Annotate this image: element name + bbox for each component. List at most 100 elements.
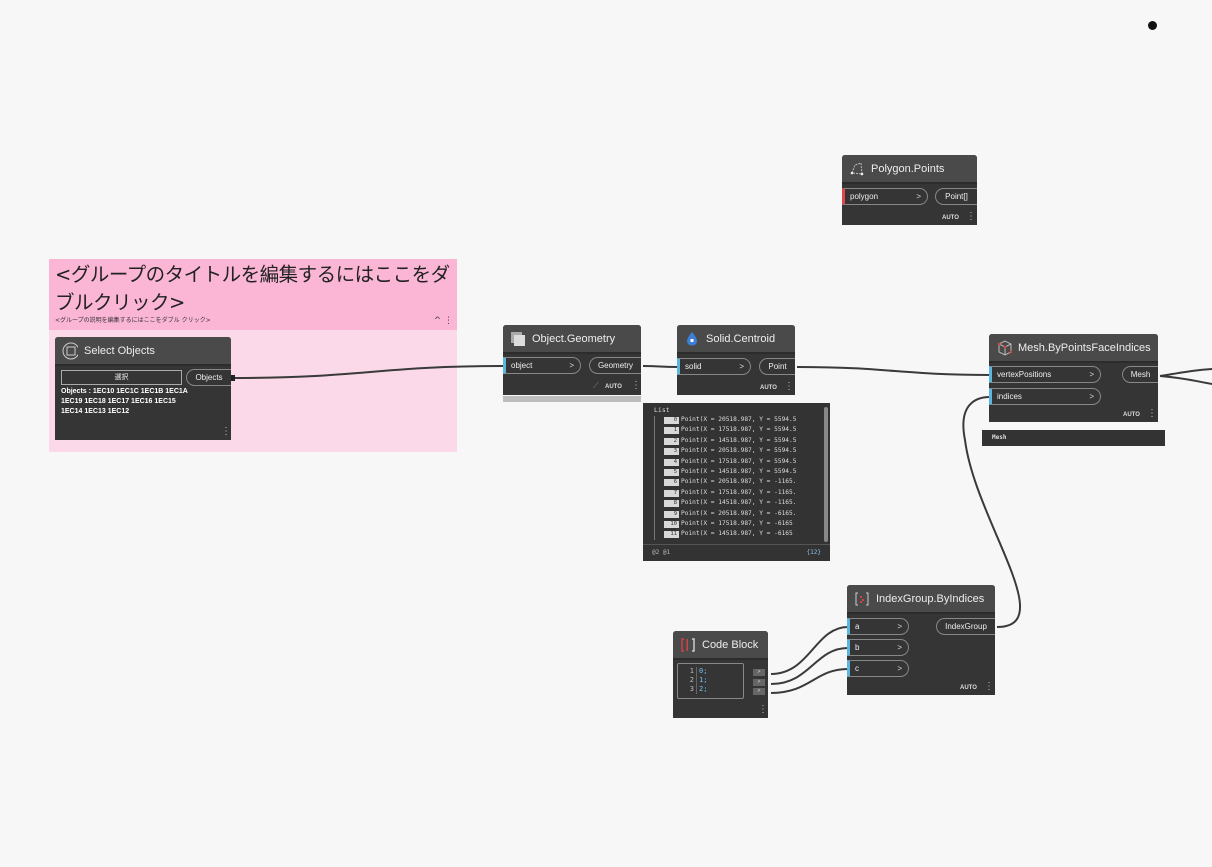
node-header[interactable]: Code Block — [673, 631, 768, 660]
node-header[interactable]: Solid.Centroid — [677, 325, 795, 354]
code-block-icon — [680, 637, 696, 653]
input-port-c[interactable]: c> — [847, 660, 909, 677]
input-port-vertexpositions[interactable]: vertexPositions> — [989, 366, 1101, 383]
node-menu-icon[interactable]: ⋮ — [984, 681, 994, 692]
node-mesh-by-points-face-indices[interactable]: Mesh.ByPointsFaceIndices vertexPositions… — [989, 334, 1158, 422]
node-menu-icon[interactable]: ⋮ — [758, 704, 768, 715]
node-select-objects[interactable]: Select Objects 選択 Objects Objects : 1EC1… — [55, 337, 235, 440]
preview-item-value: Point(X = 17518.987, Y = 5594.5 — [681, 457, 797, 465]
node-header[interactable]: Select Objects — [55, 337, 231, 366]
output-port-point[interactable]: Point — [759, 358, 795, 375]
node-header[interactable]: Polygon.Points — [842, 155, 977, 184]
node-header[interactable]: IndexGroup.ByIndices — [847, 585, 995, 614]
node-indexgroup-by-indices[interactable]: IndexGroup.ByIndices a> b> c> IndexGroup… — [847, 585, 995, 695]
node-header[interactable]: Object.Geometry — [503, 325, 641, 354]
preview-item-index: 6 — [664, 479, 679, 487]
preview-item-index: 5 — [664, 468, 679, 476]
input-port-object[interactable]: object> — [503, 357, 581, 374]
node-header[interactable]: Mesh.ByPointsFaceIndices — [989, 334, 1158, 363]
preview-item-index: 3 — [664, 448, 679, 456]
code-output-port-2[interactable]: > — [753, 679, 765, 686]
line-code: 0; — [699, 667, 708, 675]
preview-scrollbar[interactable] — [824, 407, 828, 542]
node-menu-icon[interactable]: ⋮ — [221, 426, 231, 437]
node-menu-icon[interactable]: ⋮ — [966, 211, 976, 222]
node-solid-centroid[interactable]: Solid.Centroid solid> Point AUTO ⋮ — [677, 325, 795, 395]
preview-tree-line — [654, 416, 655, 540]
wire-code-to-a[interactable] — [770, 626, 849, 675]
chevron-right-icon: > — [1089, 392, 1094, 401]
node-menu-icon[interactable]: ⋮ — [631, 380, 641, 391]
preview-item-value: Point(X = 14518.987, Y = 5594.5 — [681, 467, 797, 475]
select-button[interactable]: 選択 — [61, 370, 182, 385]
port-label: c — [855, 664, 859, 673]
input-port-indices[interactable]: indices > — [989, 388, 1101, 405]
node-title: Solid.Centroid — [706, 332, 776, 345]
preview-levels[interactable]: @2 @1 — [652, 549, 671, 556]
group-title[interactable]: <グループのタイトルを編集するにはここをダブルクリック> — [55, 263, 450, 314]
port-label: vertexPositions — [997, 370, 1052, 379]
group-description[interactable]: <グループの説明を編集するにはここをダブル クリック> — [55, 317, 211, 324]
node-menu-icon[interactable]: ⋮ — [1147, 408, 1157, 419]
preview-item-value: Point(X = 17518.987, Y = -6165 — [681, 519, 793, 527]
input-port-solid[interactable]: solid> — [677, 358, 751, 375]
wire-geometry-to-solid[interactable] — [642, 365, 679, 368]
preview-item-value: Point(X = 20518.987, Y = 5594.5 — [681, 447, 797, 455]
lacing-label[interactable]: AUTO — [960, 685, 977, 691]
watch-preview-mesh[interactable]: Mesh — [982, 430, 1165, 446]
wire-code-to-c[interactable] — [770, 668, 849, 694]
group-header[interactable]: <グループのタイトルを編集するにはここをダブルクリック> <グループの説明を編集… — [49, 259, 457, 330]
wire-mesh-out-2[interactable] — [1159, 375, 1212, 385]
lacing-label[interactable]: AUTO — [942, 215, 959, 221]
chevron-right-icon: > — [897, 664, 902, 673]
output-port-mesh[interactable]: Mesh — [1122, 366, 1158, 383]
line-number: 2 — [678, 676, 697, 685]
output-port-indexgroup[interactable]: IndexGroup — [936, 618, 995, 635]
output-port-objects[interactable]: Objects — [186, 369, 231, 386]
wire-mesh-out-1[interactable] — [1159, 368, 1212, 377]
preview-item-index: 1 — [664, 427, 679, 435]
input-port-polygon[interactable]: polygon> — [842, 188, 928, 205]
node-menu-icon[interactable]: ⋮ — [784, 381, 794, 392]
node-object-geometry[interactable]: Object.Geometry object> Geometry ⟋ AUTO … — [503, 325, 641, 395]
lacing-label[interactable]: AUTO — [605, 384, 622, 390]
group-collapse-menu[interactable]: ^ ⋮ — [433, 316, 453, 326]
output-port-point-list[interactable]: Point[] — [935, 188, 977, 205]
lacing-label[interactable]: AUTO — [760, 385, 777, 391]
node-title: Polygon.Points — [871, 162, 945, 175]
selection-value: Objects : 1EC10 1EC1C 1EC1B 1EC1A 1EC19 … — [61, 388, 188, 415]
preview-item-value: Point(X = 20518.987, Y = -1165. — [681, 478, 797, 486]
wire-code-to-b[interactable] — [770, 647, 849, 685]
node-polygon-points[interactable]: Polygon.Points polygon> Point[] AUTO ⋮ — [842, 155, 977, 225]
node-title: Select Objects — [84, 344, 155, 357]
input-port-a[interactable]: a> — [847, 618, 909, 635]
preview-list-header: List — [654, 406, 670, 414]
preview-item-index: 10 — [664, 520, 679, 528]
code-output-port-3[interactable]: > — [753, 688, 765, 695]
input-port-b[interactable]: b> — [847, 639, 909, 656]
indexgroup-icon — [854, 591, 870, 607]
chevron-right-icon: > — [916, 192, 921, 201]
code-output-port-1[interactable]: > — [753, 669, 765, 676]
line-number: 3 — [678, 685, 697, 694]
select-objects-icon — [62, 342, 78, 359]
wire-point-to-vertexpositions[interactable] — [796, 366, 991, 376]
line-code: 2; — [699, 685, 708, 693]
collapsed-preview-bar[interactable] — [503, 396, 641, 402]
output-connector[interactable] — [231, 375, 235, 381]
output-port-geometry[interactable]: Geometry — [589, 357, 641, 374]
preview-item-index: 9 — [664, 510, 679, 518]
port-label: indices — [997, 392, 1022, 401]
node-title: Code Block — [702, 638, 759, 651]
lacing-label[interactable]: AUTO — [1123, 412, 1140, 418]
preview-hidden-icon[interactable]: ⟋ — [593, 381, 599, 390]
